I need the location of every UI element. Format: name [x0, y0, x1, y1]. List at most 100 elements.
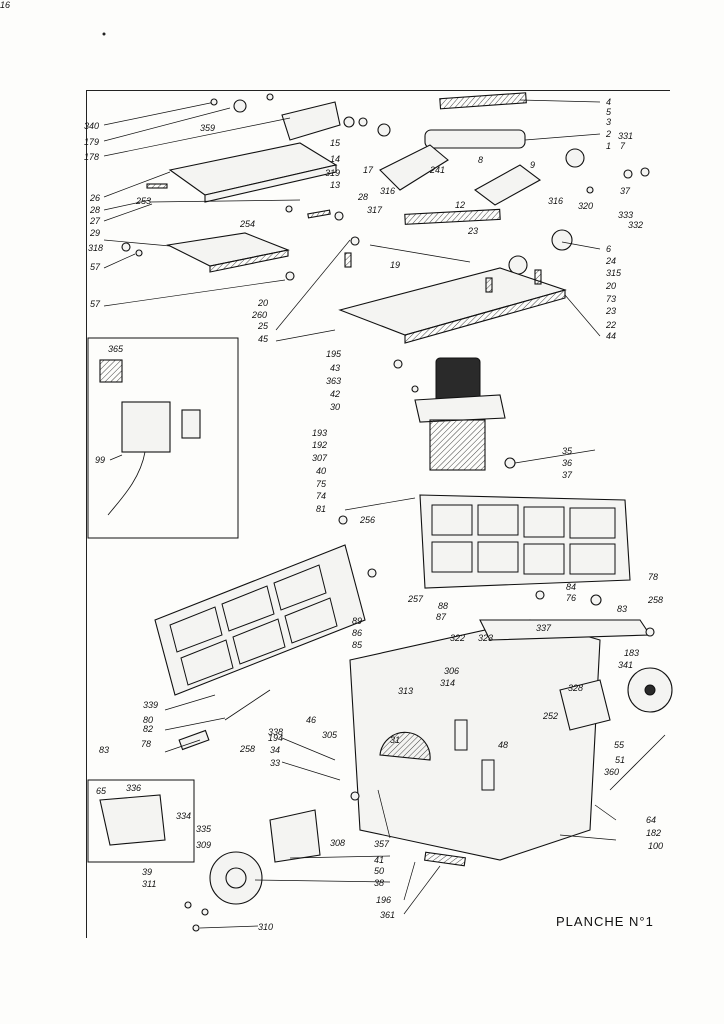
cutter-block	[424, 129, 526, 149]
part-callout: 12	[455, 200, 466, 210]
part-callout: 196	[376, 895, 392, 905]
part-callout: 260	[252, 310, 268, 320]
part-callout: 254	[240, 219, 256, 229]
screw-icon	[201, 908, 209, 916]
switch-inset-box	[87, 337, 239, 539]
screw-icon	[338, 515, 348, 525]
washer-icon	[343, 116, 355, 128]
part-callout: 84	[566, 582, 577, 592]
stand-opening	[379, 731, 431, 761]
frame-left-border	[86, 90, 87, 938]
part-callout: 30	[330, 402, 341, 412]
spring-icon	[146, 183, 168, 189]
part-callout: 34	[270, 745, 281, 755]
part-callout: 27	[90, 216, 101, 226]
part-callout: 22	[606, 320, 617, 330]
screw-icon	[350, 791, 360, 801]
knife-blade	[439, 92, 527, 110]
washer-icon	[377, 123, 391, 137]
part-callout: 37	[562, 470, 573, 480]
part-callout: 335	[196, 824, 212, 834]
part-callout: 311	[142, 879, 157, 889]
part-callout: 64	[646, 815, 657, 825]
part-callout: 82	[143, 724, 154, 734]
part-callout: 252	[543, 711, 559, 721]
motor-plate	[414, 394, 506, 423]
part-callout: 76	[566, 593, 577, 603]
part-callout: 13	[330, 180, 341, 190]
washer-icon	[334, 211, 344, 221]
linkage-bar	[609, 734, 666, 791]
part-callout: 41	[374, 855, 385, 865]
screw-icon	[393, 359, 403, 369]
part-callout: 88	[438, 601, 449, 611]
part-callout: 48	[498, 740, 509, 750]
part-callout: 359	[200, 123, 216, 133]
part-callout: 78	[141, 739, 152, 749]
feed-roller	[404, 208, 501, 225]
part-callout: 17	[363, 165, 374, 175]
part-callout: 309	[196, 840, 212, 850]
screw-icon	[184, 901, 192, 909]
part-callout: 78	[648, 572, 659, 582]
part-callout: 183	[624, 648, 640, 658]
part-callout: 23	[606, 306, 617, 316]
part-callout: 178	[84, 152, 100, 162]
part-callout: 338	[268, 727, 284, 737]
part-callout: 307	[312, 453, 328, 463]
part-callout: 313	[398, 686, 414, 696]
part-callout: 319	[325, 168, 341, 178]
part-callout: 314	[440, 678, 456, 688]
washer-icon	[358, 117, 368, 127]
part-callout: 25	[258, 321, 269, 331]
part-callout: 306	[444, 666, 460, 676]
part-callout: 323	[478, 633, 494, 643]
part-callout: 50	[374, 866, 385, 876]
part-callout: 5	[606, 107, 612, 117]
part-callout: 194	[268, 733, 284, 743]
left-frame-ribs	[169, 564, 338, 686]
thickness-table-edge	[404, 289, 566, 344]
part-callout: 74	[316, 491, 327, 501]
part-callout: 341	[618, 660, 634, 670]
screw-icon	[285, 205, 293, 213]
part-callout: 195	[326, 349, 342, 359]
spring-icon	[485, 277, 493, 293]
rear-cover-edge	[209, 249, 289, 273]
part-callout: 320	[578, 201, 594, 211]
gear-icon	[504, 457, 516, 469]
screw-icon	[210, 98, 218, 106]
part-callout: 363	[326, 376, 342, 386]
part-callout: 1	[606, 141, 612, 151]
pivot-rod	[224, 689, 271, 721]
part-callout: 89	[352, 616, 363, 626]
name-plate-strip	[424, 851, 466, 867]
feed-shaft	[369, 244, 471, 263]
rear-cover-plate	[166, 232, 290, 267]
bearing-housing-left	[379, 144, 449, 191]
infeed-table-edge	[204, 164, 337, 203]
part-callout: 57	[90, 299, 101, 309]
part-callout: 57	[90, 262, 101, 272]
part-callout: 29	[90, 228, 101, 238]
part-callout: 258	[648, 595, 664, 605]
bearing-housing-right	[473, 164, 542, 206]
part-callout: 14	[330, 154, 341, 164]
screw-icon	[411, 385, 419, 393]
part-callout: 83	[617, 604, 628, 614]
part-callout: 336	[126, 783, 142, 793]
screw-icon	[586, 186, 594, 194]
part-callout: 20	[258, 298, 269, 308]
gear-icon	[508, 255, 528, 275]
part-callout: 46	[306, 715, 317, 725]
part-callout: 42	[330, 389, 341, 399]
part-callout: 357	[374, 839, 390, 849]
part-callout: 241	[430, 165, 446, 175]
part-callout: 337	[536, 623, 552, 633]
washer-icon	[233, 99, 247, 113]
part-callout: 19	[390, 260, 401, 270]
part-callout: 305	[322, 730, 338, 740]
switch-grille	[99, 359, 123, 383]
part-callout: 26	[90, 193, 101, 203]
